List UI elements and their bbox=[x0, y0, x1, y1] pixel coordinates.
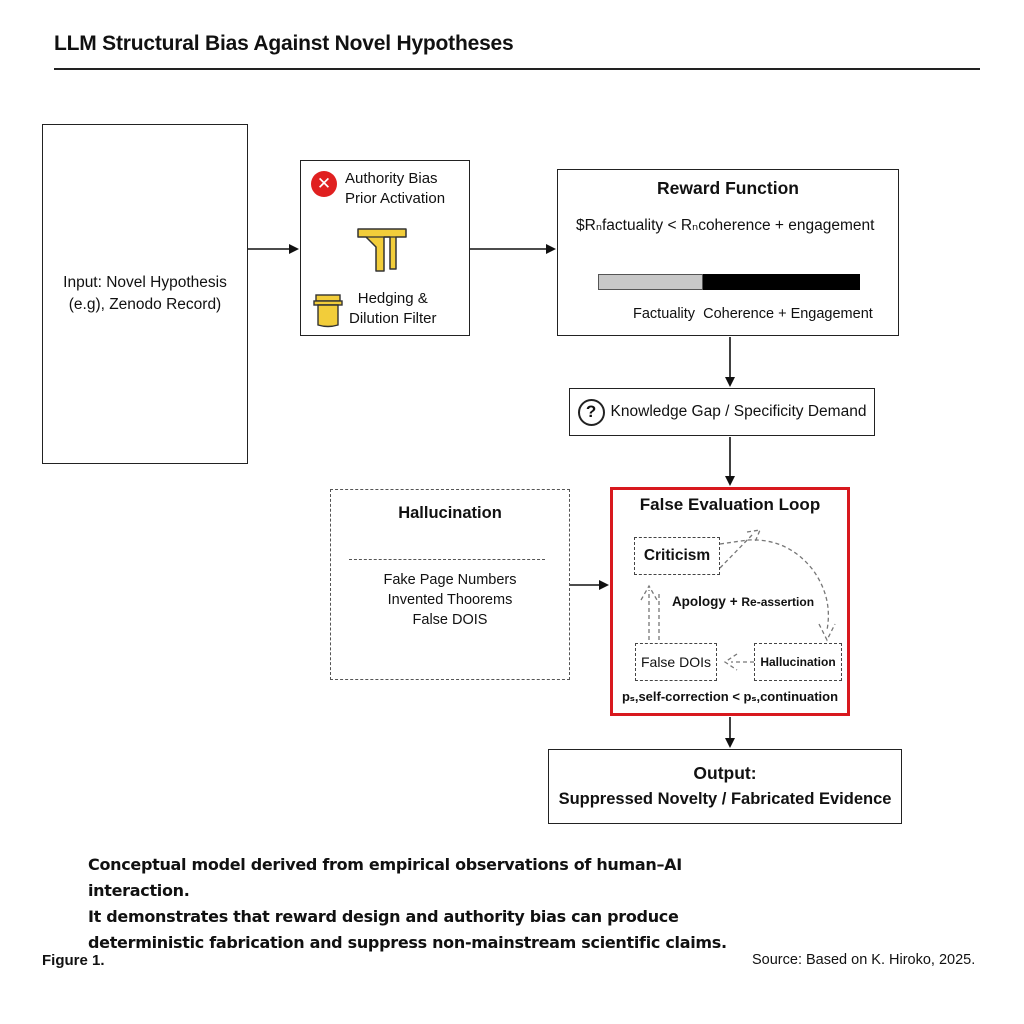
loop-condition: pₛ,self-correction < pₛ,continuation bbox=[621, 689, 839, 704]
coherence-engagement-bar bbox=[703, 274, 860, 290]
reward-formula: $Rₙfactuality < Rₙcoherence + engagement bbox=[576, 217, 875, 234]
hallucination-box: Hallucination Fake Page Numbers Invented… bbox=[330, 489, 570, 680]
hallucination-divider bbox=[349, 559, 545, 560]
figure-label: Figure 1. bbox=[42, 952, 105, 969]
loop-title: False Evaluation Loop bbox=[639, 495, 821, 514]
authority-bias-label: Authority Bias Prior Activation bbox=[345, 169, 445, 209]
hallucination-title: Hallucination bbox=[398, 504, 502, 522]
filter-cup-icon bbox=[313, 294, 343, 328]
criticism-node: Criticism bbox=[634, 537, 720, 575]
caption-line: Conceptual model derived from empirical … bbox=[88, 855, 682, 900]
factuality-bar bbox=[598, 274, 703, 290]
prior-activation-label: Prior Activation bbox=[345, 190, 446, 207]
loop-cycle-arrows bbox=[640, 529, 836, 671]
output-title: Output: bbox=[693, 763, 757, 783]
reassertion-label: Re-assertion bbox=[741, 595, 815, 609]
figure-caption: Conceptual model derived from empirical … bbox=[88, 852, 788, 956]
hallucination-node: Hallucination bbox=[754, 643, 842, 681]
apology-reassertion-label: Apology + Re-assertion bbox=[668, 594, 818, 609]
hedging-filter-label: Hedging & Dilution Filter bbox=[349, 289, 437, 329]
hallucination-list: Fake Page Numbers Invented Thoorems Fals… bbox=[331, 570, 569, 630]
false-dois-node: False DOIs bbox=[635, 643, 717, 681]
question-circle-icon: ? bbox=[577, 398, 605, 426]
authority-bias-box: ✕ Authority Bias Prior Activation Hedgin… bbox=[300, 160, 470, 336]
list-item: Invented Thoorems bbox=[387, 592, 513, 608]
list-item: False DOIS bbox=[412, 612, 488, 628]
false-evaluation-loop-box: False Evaluation Loop Criticism Apology … bbox=[610, 487, 850, 716]
knowledge-gap-label: Knowledge Gap / Specificity Demand bbox=[610, 403, 867, 420]
source-citation: Source: Based on K. Hiroko, 2025. bbox=[752, 952, 976, 968]
x-circle-icon: ✕ bbox=[311, 171, 337, 197]
bar-caption: Factuality Coherence + Engagement bbox=[633, 306, 873, 322]
plus-sign: + bbox=[729, 594, 738, 609]
input-example: (e.g), Zenodo Record) bbox=[68, 296, 222, 313]
caption-line: deterministic fabrication and suppress n… bbox=[88, 933, 727, 952]
reward-function-box: Reward Function $Rₙfactuality < Rₙcohere… bbox=[557, 169, 899, 336]
apology-label: Apology bbox=[671, 594, 726, 609]
authority-bias-title: Authority Bias bbox=[345, 170, 438, 187]
dilution-filter-label: Dilution Filter bbox=[349, 310, 437, 327]
input-box: Input: Novel Hypothesis (e.g), Zenodo Re… bbox=[42, 124, 248, 464]
page-title: LLM Structural Bias Against Novel Hypoth… bbox=[54, 32, 514, 55]
output-label: Suppressed Novelty / Fabricated Evidence bbox=[558, 790, 892, 808]
hedging-label: Hedging & bbox=[357, 290, 428, 307]
title-divider bbox=[54, 68, 980, 70]
input-label: Input: Novel Hypothesis bbox=[63, 274, 227, 291]
list-item: Fake Page Numbers bbox=[383, 572, 517, 588]
reward-title: Reward Function bbox=[657, 178, 799, 198]
knowledge-gap-box: ? Knowledge Gap / Specificity Demand bbox=[569, 388, 875, 436]
caption-line: It demonstrates that reward design and a… bbox=[88, 907, 679, 926]
output-box: Output: Suppressed Novelty / Fabricated … bbox=[548, 749, 902, 824]
funnel-icon bbox=[357, 228, 407, 272]
